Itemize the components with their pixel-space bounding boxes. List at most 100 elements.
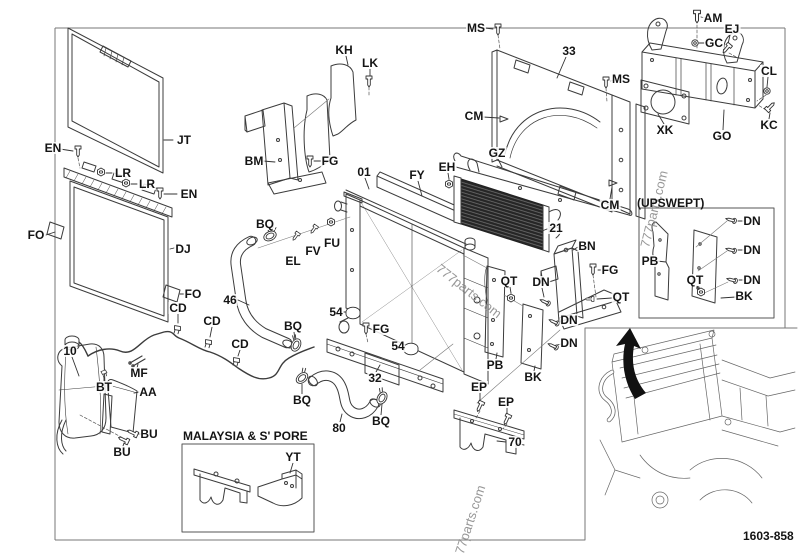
page-border <box>54 27 786 541</box>
part-label-p80: 80 <box>331 421 347 435</box>
malaysia-inset-drawing <box>181 443 315 533</box>
part-label-dj: DJ <box>174 242 192 256</box>
bolt-icon-fg2 <box>362 322 370 335</box>
upper-hose-46-drawing <box>230 235 294 349</box>
part-label-eh: EH <box>437 160 457 174</box>
bolt-icon-fg1 <box>306 155 314 168</box>
part-label-fu: FU <box>323 236 341 250</box>
part-label-bu-1: BU <box>139 427 159 441</box>
nut-icon-lr1 <box>97 167 105 177</box>
part-label-kh: KH <box>334 43 354 57</box>
frame-go-drawing <box>640 17 764 125</box>
part-label-bq-3: BQ <box>292 393 312 407</box>
oil-cooler-21-drawing <box>453 158 561 253</box>
clip-icon-cd2 <box>203 339 213 349</box>
part-label-kc: KC <box>759 118 779 132</box>
part-label-dn-2: DN <box>559 313 579 327</box>
bolt-icon-fg3 <box>589 263 597 276</box>
bolt-icon-en1 <box>74 145 82 158</box>
fastener-icons <box>74 9 777 446</box>
part-label-gc: GC <box>704 36 724 50</box>
part-label-fg-2: FG <box>371 322 391 336</box>
overflow-tube-drawing <box>87 330 315 380</box>
malaysia-inset-title: MALAYSIA & S' PORE <box>183 429 308 443</box>
part-label-el: EL <box>284 254 302 268</box>
part-label-qt-1: QT <box>499 274 519 288</box>
upswept-inset-drawing <box>638 207 775 319</box>
part-label-bq-1: BQ <box>255 217 275 231</box>
part-label-am: AM <box>702 11 724 25</box>
part-label-ms-2: MS <box>611 72 631 86</box>
part-label-bt: BT <box>95 380 113 394</box>
part-label-cd-1: CD <box>168 301 188 315</box>
part-label-bn: BN <box>577 239 597 253</box>
screw-icon-dn6 <box>725 275 739 285</box>
part-label-p70: 70 <box>507 435 523 449</box>
part-label-pb-1: PB <box>485 358 505 372</box>
lower-hose-80-drawing <box>307 370 381 420</box>
part-label-pb-2: PB <box>640 254 660 268</box>
part-label-fg-1: FG <box>320 154 340 168</box>
part-label-en-1: EN <box>43 141 63 155</box>
bolt-icon-ms2 <box>602 76 610 89</box>
part-label-bm: BM <box>243 154 265 168</box>
part-label-bq-4: BQ <box>371 414 391 428</box>
part-label-lr-1: LR <box>114 166 132 180</box>
part-label-yt: YT <box>284 450 302 464</box>
part-label-p33: 33 <box>561 44 577 58</box>
part-label-mf: MF <box>129 366 149 380</box>
part-label-cm-2: CM <box>599 198 621 212</box>
part-label-ms-1: MS <box>466 21 486 35</box>
part-label-dn-1: DN <box>531 275 551 289</box>
figure-number: 1603-858 <box>743 529 794 543</box>
nut-icon-lr2 <box>122 178 130 188</box>
part-label-go: GO <box>711 129 733 143</box>
clip-icon-cd1 <box>172 325 182 335</box>
part-label-cd-3: CD <box>230 337 250 351</box>
part-label-ep-2: EP <box>496 395 516 409</box>
part-label-qt-3: QT <box>685 273 705 287</box>
part-label-bk-2: BK <box>734 289 754 303</box>
part-label-aa: AA <box>138 385 158 399</box>
assembly-dashed-lines <box>77 24 767 439</box>
part-label-lr-2: LR <box>138 177 156 191</box>
bolt-icon-bu1 <box>125 427 140 439</box>
screw-icon-dn3 <box>546 340 560 352</box>
nut-icon-qt1 <box>507 293 515 303</box>
part-label-fv: FV <box>304 244 322 258</box>
part-label-ej: EJ <box>723 22 741 36</box>
bolt-icon-am <box>692 9 702 24</box>
upswept-inset-title: (UPSWEPT) <box>637 196 705 210</box>
part-label-p46: 46 <box>222 293 238 307</box>
bolt-icon-fv <box>308 223 319 236</box>
part-label-qt-2: QT <box>611 290 631 304</box>
part-label-fo-2: FO <box>183 287 203 301</box>
part-label-p01: 01 <box>356 165 372 179</box>
panels-pb-bk-drawing <box>484 265 544 370</box>
bolt-icon-lk <box>365 75 373 88</box>
plug-icon-54a <box>345 306 361 320</box>
screw-icon-dn4 <box>724 215 738 225</box>
part-label-cm-1: CM <box>463 109 485 123</box>
part-label-en-2: EN <box>179 187 199 201</box>
bracket-32-drawing <box>326 338 444 393</box>
bracket-bm-kh-drawing <box>244 63 357 195</box>
part-label-bu-2: BU <box>112 445 132 459</box>
bracket-bn-drawing <box>540 239 622 330</box>
washer-icon-gc <box>691 39 699 47</box>
bolt-icon-ms1 <box>494 23 502 36</box>
part-label-ep-1: EP <box>469 380 489 394</box>
part-label-xk: XK <box>655 123 675 137</box>
bolt-icon-en2 <box>156 187 164 200</box>
part-label-dn-4: DN <box>742 214 762 228</box>
part-label-p32: 32 <box>367 371 383 385</box>
plug-icon-54b <box>403 342 419 356</box>
part-label-bq-2: BQ <box>283 319 303 333</box>
bolt-icon-kc <box>763 100 777 114</box>
side-screen-jt-drawing <box>67 27 164 174</box>
part-label-fo-1: FO <box>26 228 46 242</box>
part-label-dn-5: DN <box>742 243 762 257</box>
part-label-gz: GZ <box>487 146 507 160</box>
